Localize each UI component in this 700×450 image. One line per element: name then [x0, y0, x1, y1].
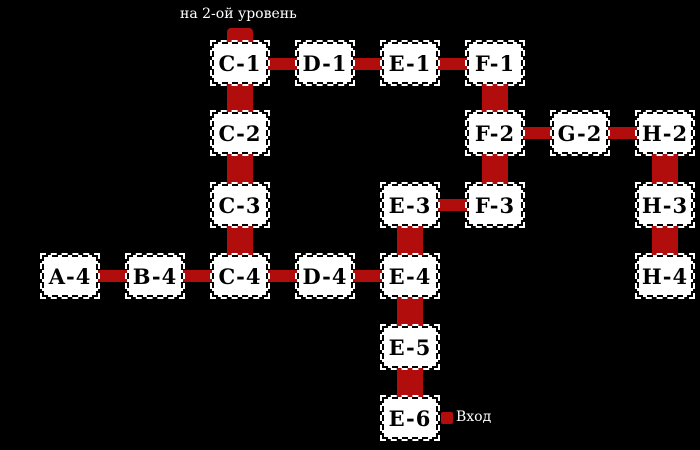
- corridor-e3-e4: [397, 223, 423, 259]
- corridor-e1-f1: [436, 58, 472, 70]
- room-d4[interactable]: D-4: [295, 253, 355, 299]
- corridor-b4-c4: [181, 270, 217, 282]
- corridor-h3-h4: [652, 223, 678, 259]
- room-h2[interactable]: H-2: [635, 110, 695, 156]
- corridor-a4-b4: [96, 270, 132, 282]
- room-e6[interactable]: E-6: [380, 395, 440, 441]
- corridor-f2-g2: [521, 127, 557, 139]
- room-f3[interactable]: F-3: [465, 182, 525, 228]
- room-h4[interactable]: H-4: [635, 253, 695, 299]
- room-g2[interactable]: G-2: [550, 110, 610, 156]
- entrance-label: Вход: [456, 409, 492, 425]
- corridor-d4-e4: [351, 270, 387, 282]
- room-e1[interactable]: E-1: [380, 40, 440, 86]
- corridor-e3-f3: [436, 199, 472, 211]
- corridor-e4-e5: [397, 294, 423, 330]
- room-e4[interactable]: E-4: [380, 253, 440, 299]
- corridor-d1-e1: [351, 58, 387, 70]
- room-h3[interactable]: H-3: [635, 182, 695, 228]
- room-e3[interactable]: E-3: [380, 182, 440, 228]
- corridor-c4-d4: [266, 270, 302, 282]
- corridor-f1-f2: [482, 82, 508, 116]
- entrance-marker-icon: [441, 412, 453, 424]
- room-c4[interactable]: C-4: [210, 253, 270, 299]
- corridor-h2-h3: [652, 152, 678, 188]
- room-b4[interactable]: B-4: [125, 253, 185, 299]
- room-c3[interactable]: C-3: [210, 182, 270, 228]
- corridor-f2-f3: [482, 152, 508, 188]
- room-a4[interactable]: A-4: [40, 253, 100, 299]
- corridor-g2-h2: [606, 127, 642, 139]
- corridor-e5-e6: [397, 365, 423, 401]
- room-e5[interactable]: E-5: [380, 324, 440, 370]
- corridor-c3-c4: [227, 223, 253, 259]
- room-f1[interactable]: F-1: [465, 40, 525, 86]
- room-d1[interactable]: D-1: [295, 40, 355, 86]
- room-f2[interactable]: F-2: [465, 110, 525, 156]
- corridor-up-from-c1: [227, 28, 253, 46]
- corridor-c1-d1: [266, 58, 302, 70]
- room-c2[interactable]: C-2: [210, 110, 270, 156]
- corridor-c2-c3: [227, 152, 253, 188]
- upper-level-label: на 2-ой уровень: [180, 6, 297, 22]
- corridor-c1-c2: [227, 82, 253, 116]
- room-c1[interactable]: C-1: [210, 40, 270, 86]
